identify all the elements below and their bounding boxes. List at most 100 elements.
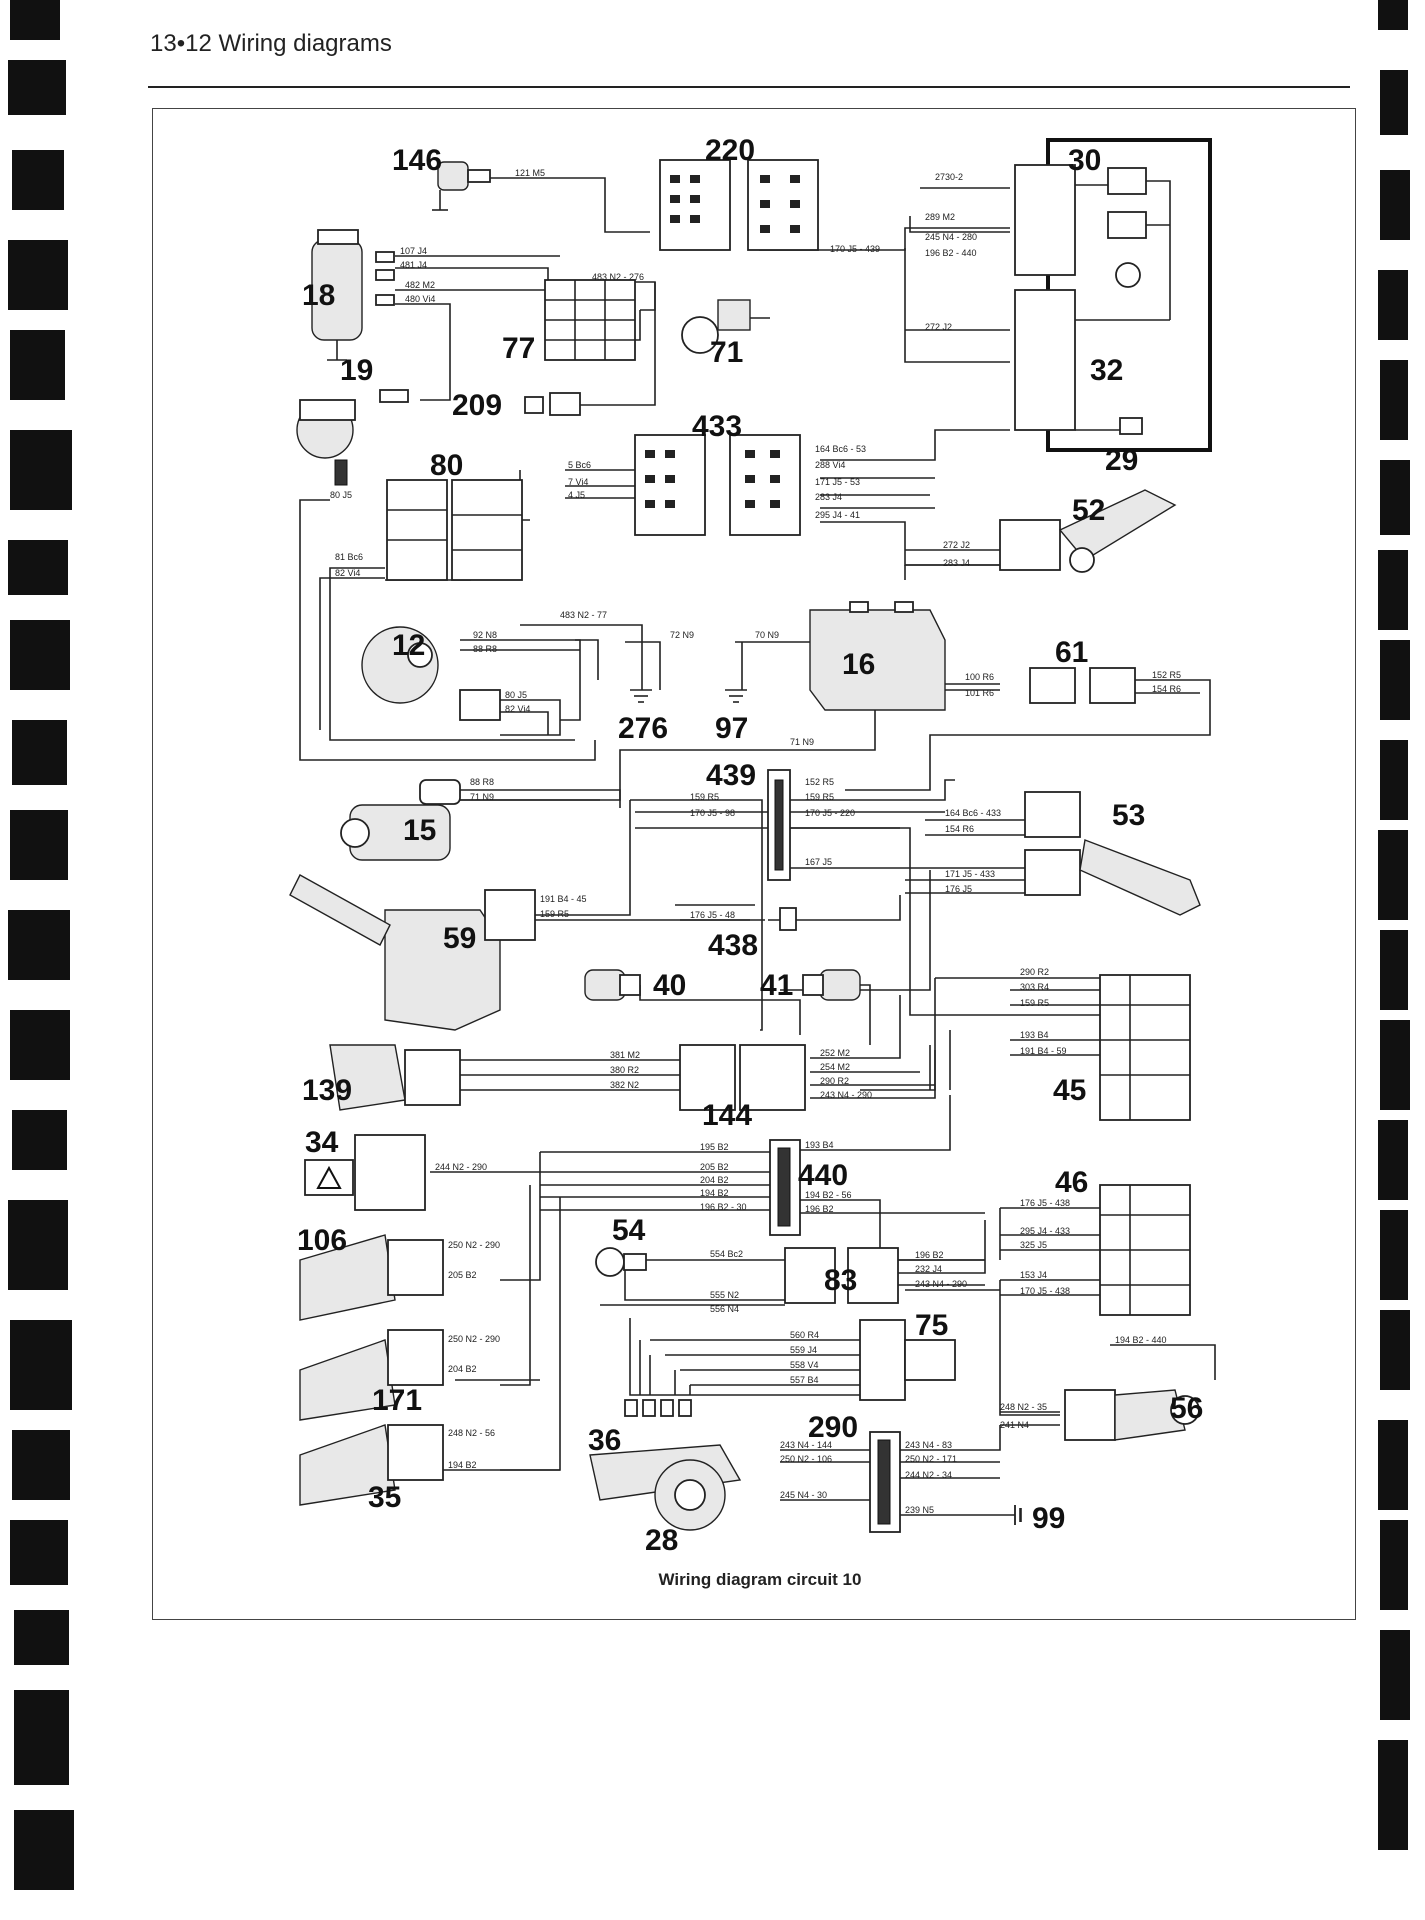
connector-433-icon	[634, 434, 801, 536]
wire-code: 205 B2	[448, 1270, 477, 1280]
wire-code: 170 J5 - 438	[1020, 1286, 1070, 1296]
switch-block-45-icon	[1099, 974, 1191, 1121]
ignition-coil-18-icon	[311, 229, 395, 361]
wire-code: 159 R5	[690, 792, 719, 802]
connector-290-icon	[869, 1431, 901, 1533]
wire-code: 289 M2	[925, 212, 955, 222]
wire-code: 295 J4 - 433	[1020, 1226, 1070, 1236]
page-title: 13•12 Wiring diagrams	[150, 30, 392, 57]
wire-code: 254 M2	[820, 1062, 850, 1072]
wire-code: 290 R2	[820, 1076, 849, 1086]
wire-code: 193 B4	[805, 1140, 834, 1150]
stalk-switch-59-icon	[289, 874, 536, 1031]
wire-code: 239 N5	[905, 1505, 934, 1515]
wire-code: 7 Vi4	[568, 477, 588, 487]
wire-code: 483 N2 - 276	[592, 272, 644, 282]
wire-code: 171 J5 - 53	[815, 477, 860, 487]
label-28: 28	[645, 1524, 678, 1557]
horn-41-icon	[802, 969, 861, 1001]
wire-code: 243 N4 - 83	[905, 1440, 952, 1450]
wire-code: 557 B4	[790, 1375, 819, 1385]
wire-code: 176 J5 - 438	[1020, 1198, 1070, 1208]
label-34: 34	[305, 1126, 339, 1159]
connector-220-icon	[659, 159, 819, 251]
wire-code: 88 R8	[473, 644, 497, 654]
label-32: 32	[1090, 354, 1123, 387]
wire-code: 159 R5	[1020, 998, 1049, 1008]
switch-71-icon	[681, 299, 770, 354]
wire-code: 555 N2	[710, 1290, 739, 1300]
wire-code: 196 B2 - 440	[925, 248, 977, 258]
wire-code: 382 N2	[610, 1080, 639, 1090]
wire-code: 194 B2 - 56	[805, 1190, 852, 1200]
wire-code: 81 Bc6	[335, 552, 363, 562]
wire-code: 483 N2 - 77	[560, 610, 607, 620]
wire-code: 71 N9	[470, 792, 494, 802]
wire-code: 88 R8	[470, 777, 494, 787]
ground-97-icon	[725, 689, 747, 703]
wire-code: 248 N2 - 35	[1000, 1402, 1047, 1412]
label-75: 75	[915, 1309, 948, 1342]
wire-code: 290 R2	[1020, 967, 1049, 977]
label-29: 29	[1105, 444, 1138, 477]
binding-edge-right	[1378, 0, 1410, 1850]
wire-code: 250 N2 - 290	[448, 1240, 500, 1250]
wire-code-labels: 121 M5 2730-2 289 M2 245 N4 - 280 196 B2…	[330, 168, 1181, 1515]
wire-code: 92 N8	[473, 630, 497, 640]
wire-code: 243 N4 - 290	[915, 1279, 967, 1289]
label-276: 276	[618, 712, 668, 745]
wire-code: 193 B4	[1020, 1030, 1049, 1040]
wire-code: 250 N2 - 290	[448, 1334, 500, 1344]
wire-code: 171 J5 - 433	[945, 869, 995, 879]
wire-code: 482 M2	[405, 280, 435, 290]
connector-440-icon	[769, 1139, 801, 1236]
wire-code: 272 J2	[925, 322, 952, 332]
wire-code: 176 J5	[945, 884, 972, 894]
wire-code: 196 B2	[805, 1204, 834, 1214]
label-220: 220	[705, 134, 755, 167]
header-rule	[148, 86, 1350, 88]
wire-code: 82 Vi4	[335, 568, 360, 578]
label-171: 171	[372, 1384, 422, 1417]
wire-code: 154 R6	[1152, 684, 1181, 694]
heater-fan-36-28-icon	[589, 1399, 742, 1531]
wire-code: 248 N2 - 56	[448, 1428, 495, 1438]
wire-code: 72 N9	[670, 630, 694, 640]
label-12: 12	[392, 629, 425, 662]
component-labels: 146 220 30 18 77 71 32 19 209 433 29 80 …	[297, 134, 1203, 1557]
wire-code: 295 J4 - 41	[815, 510, 860, 520]
wire-code: 164 Bc6 - 53	[815, 444, 866, 454]
wire-code: 252 M2	[820, 1048, 850, 1058]
wire-code: 272 J2	[943, 540, 970, 550]
wire-code: 101 R6	[965, 688, 994, 698]
connector-438-icon	[779, 907, 797, 931]
wire-code: 191 B4 - 45	[540, 894, 587, 904]
wire-code: 554 Bc2	[710, 1249, 743, 1259]
wire-code: 244 N2 - 34	[905, 1470, 952, 1480]
label-209: 209	[452, 389, 502, 422]
label-15: 15	[403, 814, 436, 847]
components	[289, 138, 1212, 1533]
label-46: 46	[1055, 1166, 1088, 1199]
diagram-caption: Wiring diagram circuit 10	[658, 1570, 862, 1589]
label-40: 40	[653, 969, 686, 1002]
wire-code: 480 Vi4	[405, 294, 435, 304]
wire-code: 283 J4	[815, 492, 842, 502]
wire-code: 2730-2	[935, 172, 963, 182]
wire-code: 152 R5	[805, 777, 834, 787]
label-36: 36	[588, 1424, 621, 1457]
label-83: 83	[824, 1264, 857, 1297]
wire-code: 556 N4	[710, 1304, 739, 1314]
wire-code: 244 N2 - 290	[435, 1162, 487, 1172]
label-61: 61	[1055, 636, 1088, 669]
relay-83-icon	[784, 1247, 899, 1304]
sensor-146-icon	[432, 161, 491, 211]
distributor-19-icon	[296, 389, 409, 486]
label-19: 19	[340, 354, 373, 387]
wire-code: 191 B4 - 59	[1020, 1046, 1067, 1056]
relay-61-icon	[1029, 667, 1136, 704]
label-144: 144	[702, 1099, 752, 1132]
wire-code: 204 B2	[448, 1364, 477, 1374]
sensor-53-icon	[1024, 791, 1201, 916]
